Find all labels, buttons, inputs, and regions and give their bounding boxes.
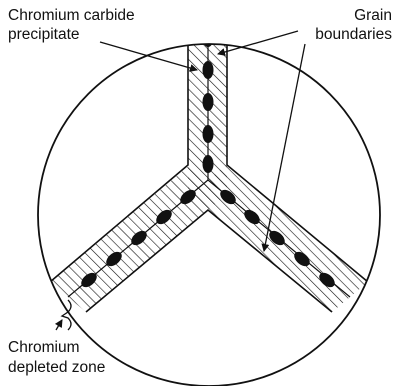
grain-label-line1: Grain [354,7,392,24]
depleted-leader [56,320,62,330]
carbide-label-line1: Chromium carbide [8,7,135,24]
precipitate [203,93,214,111]
precipitate [203,61,214,79]
depleted-label-line2: depleted zone [8,359,105,376]
depleted-label-line1: Chromium [8,339,79,356]
precipitate [203,125,214,143]
carbide-label-line2: precipitate [8,26,80,43]
precipitate [203,155,214,173]
grain-label-line2: boundaries [315,26,392,43]
